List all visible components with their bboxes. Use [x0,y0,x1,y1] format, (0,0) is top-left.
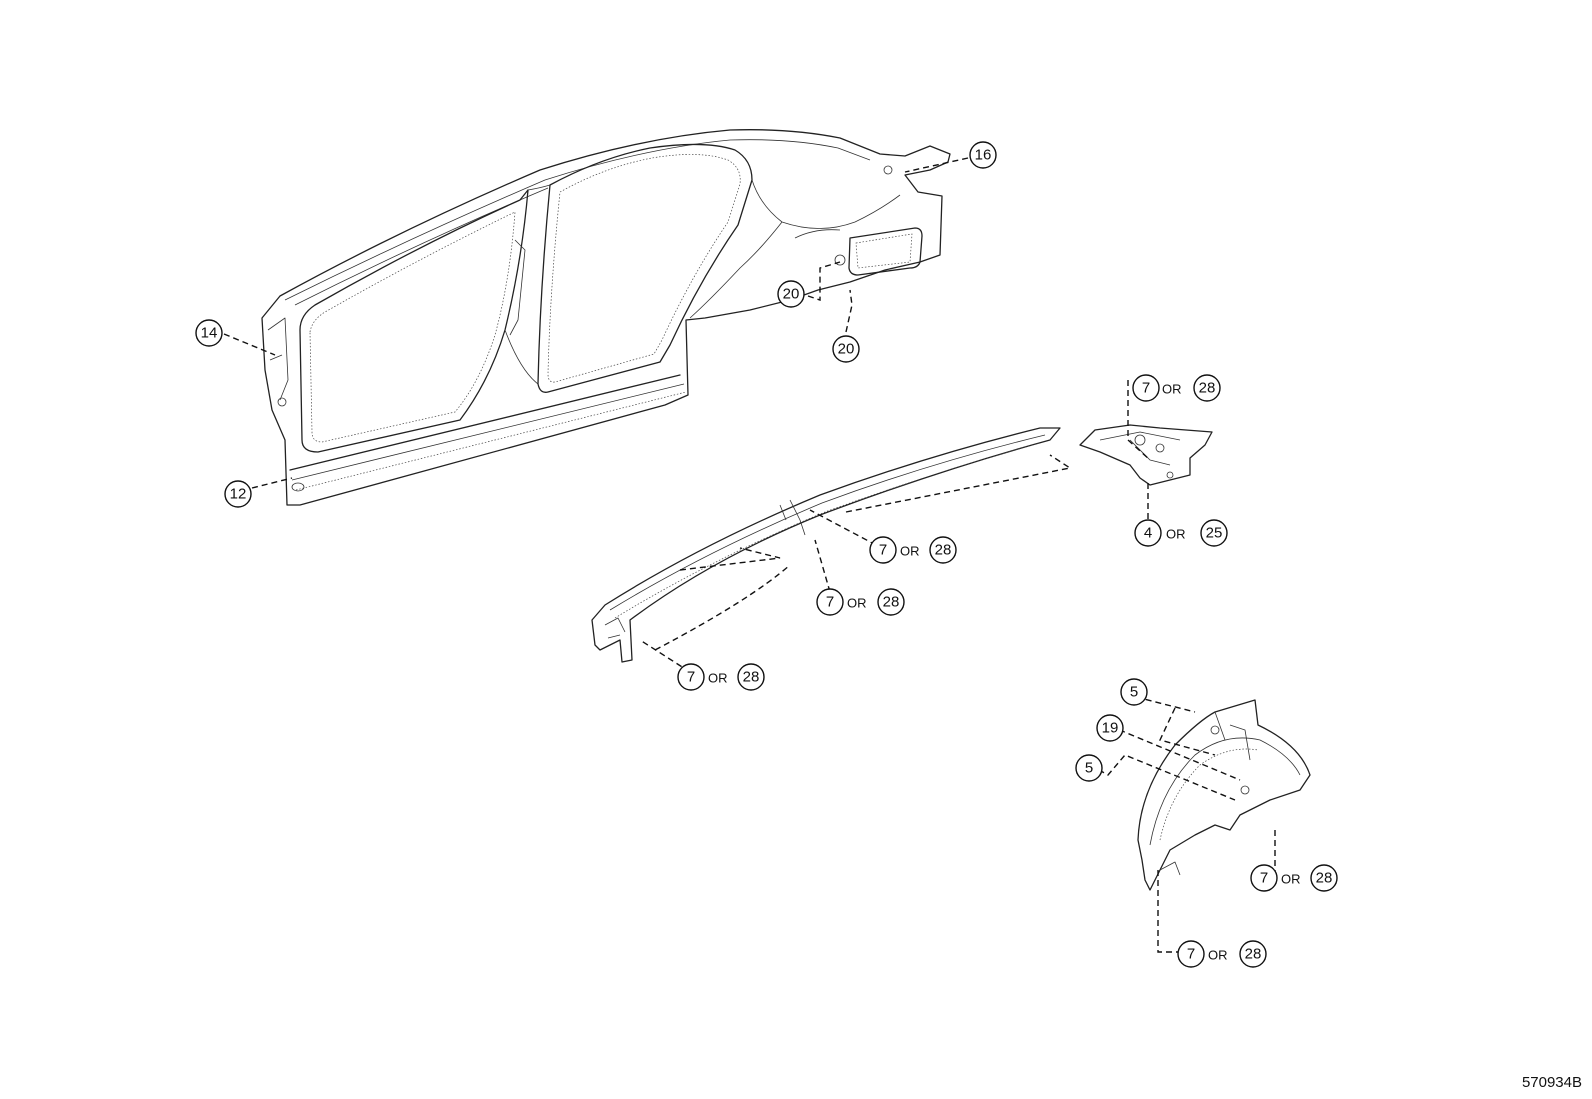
svg-text:14: 14 [201,325,218,342]
leader-lines [223,157,1276,953]
callout-12: 12 [224,480,252,508]
svg-text:7: 7 [1142,380,1150,397]
svg-text:28: 28 [743,669,760,686]
svg-text:25: 25 [1206,525,1223,542]
svg-text:OR: OR [847,596,867,611]
svg-text:7: 7 [826,594,834,611]
callout-5-a: 5 [1120,678,1148,706]
svg-text:5: 5 [1130,684,1138,701]
svg-text:28: 28 [1199,380,1216,397]
callout-14: 14 [195,319,223,347]
svg-text:4: 4 [1144,525,1152,542]
svg-text:19: 19 [1102,720,1119,737]
callout-7-or-28-left: 7 OR 28 [677,663,765,691]
svg-text:5: 5 [1085,760,1093,777]
rear-wheelhouse [1137,699,1311,891]
callout-5-b: 5 [1075,754,1103,782]
svg-text:OR: OR [1162,382,1182,397]
svg-text:20: 20 [783,286,800,303]
callout-20-b: 20 [832,335,860,363]
svg-text:20: 20 [838,341,855,358]
callout-7-or-28-mid: 7 OR 28 [869,536,957,564]
svg-text:28: 28 [883,594,900,611]
callout-20-a: 20 [777,280,805,308]
svg-text:7: 7 [879,542,887,559]
svg-text:28: 28 [935,542,952,559]
svg-text:28: 28 [1316,870,1333,887]
svg-text:28: 28 [1245,946,1262,963]
body-side-panel [261,129,951,506]
svg-text:OR: OR [900,544,920,559]
svg-text:OR: OR [1166,527,1186,542]
callout-16: 16 [969,141,997,169]
svg-text:12: 12 [230,486,247,503]
rear-upper-bracket [1079,424,1213,486]
svg-text:OR: OR [708,671,728,686]
roof-side-rail [591,427,1061,663]
callout-4-or-25: 4 OR 25 [1134,519,1228,547]
callout-7-or-28-mid2: 7 OR 28 [816,588,905,616]
svg-text:16: 16 [975,147,992,164]
drawing-id: 570934B [1521,1074,1582,1091]
svg-text:7: 7 [687,669,695,686]
svg-text:7: 7 [1187,946,1195,963]
callout-7-or-28-top: 7 OR 28 [1132,374,1221,402]
svg-text:OR: OR [1208,948,1228,963]
svg-text:7: 7 [1260,870,1268,887]
callout-19: 19 [1096,714,1124,742]
callout-7-or-28-wheelhouse-right: 7 OR 28 [1250,864,1338,892]
callout-7-or-28-wheelhouse-bottom: 7 OR 28 [1177,940,1267,968]
svg-text:OR: OR [1281,872,1301,887]
